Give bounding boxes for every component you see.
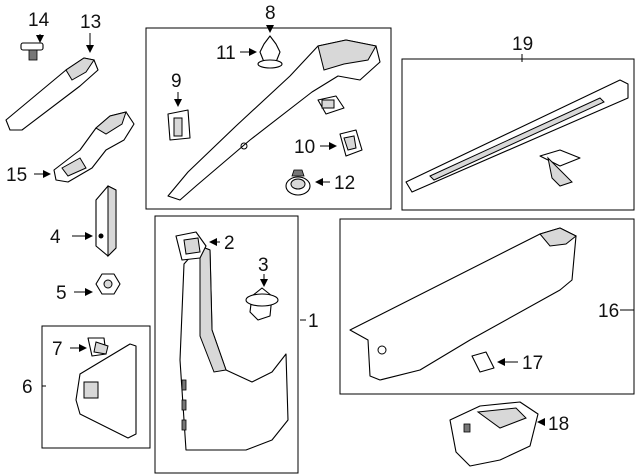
callout-9: 9 (171, 71, 182, 92)
callout-2: 2 (224, 233, 235, 254)
callout-5: 5 (56, 283, 67, 304)
part-5-nut (74, 273, 121, 296)
callout-4: 4 (50, 227, 61, 248)
part-13-bracket (5, 33, 99, 131)
part-14-fastener (20, 34, 44, 61)
callout-19: 19 (512, 34, 533, 55)
group-frame-6 (41, 325, 151, 449)
callout-3: 3 (258, 255, 269, 276)
group-frame-16 (339, 218, 635, 395)
part-19-clip (539, 149, 581, 187)
part-4-bracket (72, 185, 117, 258)
group-frame-19 (401, 58, 635, 211)
group-frame-1 (154, 215, 299, 474)
callout-1: 1 (308, 311, 319, 332)
callout-14: 14 (28, 10, 50, 31)
callout-16: 16 (598, 301, 619, 322)
part-2-clip (175, 231, 220, 261)
callout-18: 18 (548, 414, 569, 435)
part-15-bracket-assembly (34, 111, 135, 183)
part-6-panel (42, 343, 137, 439)
callout-12: 12 (334, 173, 355, 194)
part-19-sill-plate (405, 54, 629, 193)
part-10-clip (320, 129, 363, 157)
part-11-push-pin (240, 35, 283, 69)
callout-10: 10 (294, 137, 315, 158)
part-16-scuff-plate (349, 227, 634, 381)
part-8-retainer-clip (317, 95, 345, 115)
part-9-retainer (167, 92, 191, 141)
part-3-push-pin (245, 274, 279, 321)
callout-6: 6 (22, 377, 33, 398)
part-17-clip (471, 351, 518, 373)
callout-11: 11 (216, 43, 236, 64)
callout-17: 17 (522, 353, 543, 374)
callout-15: 15 (6, 165, 27, 186)
part-7-clip (70, 337, 109, 357)
callout-13: 13 (80, 12, 101, 33)
callout-7: 7 (52, 339, 63, 360)
part-12-grommet (285, 169, 330, 196)
part-1-lower-trim-panel (179, 245, 306, 451)
callout-8: 8 (265, 3, 276, 24)
part-8-pillar-trim (167, 25, 381, 201)
part-18-bracket (449, 401, 545, 467)
